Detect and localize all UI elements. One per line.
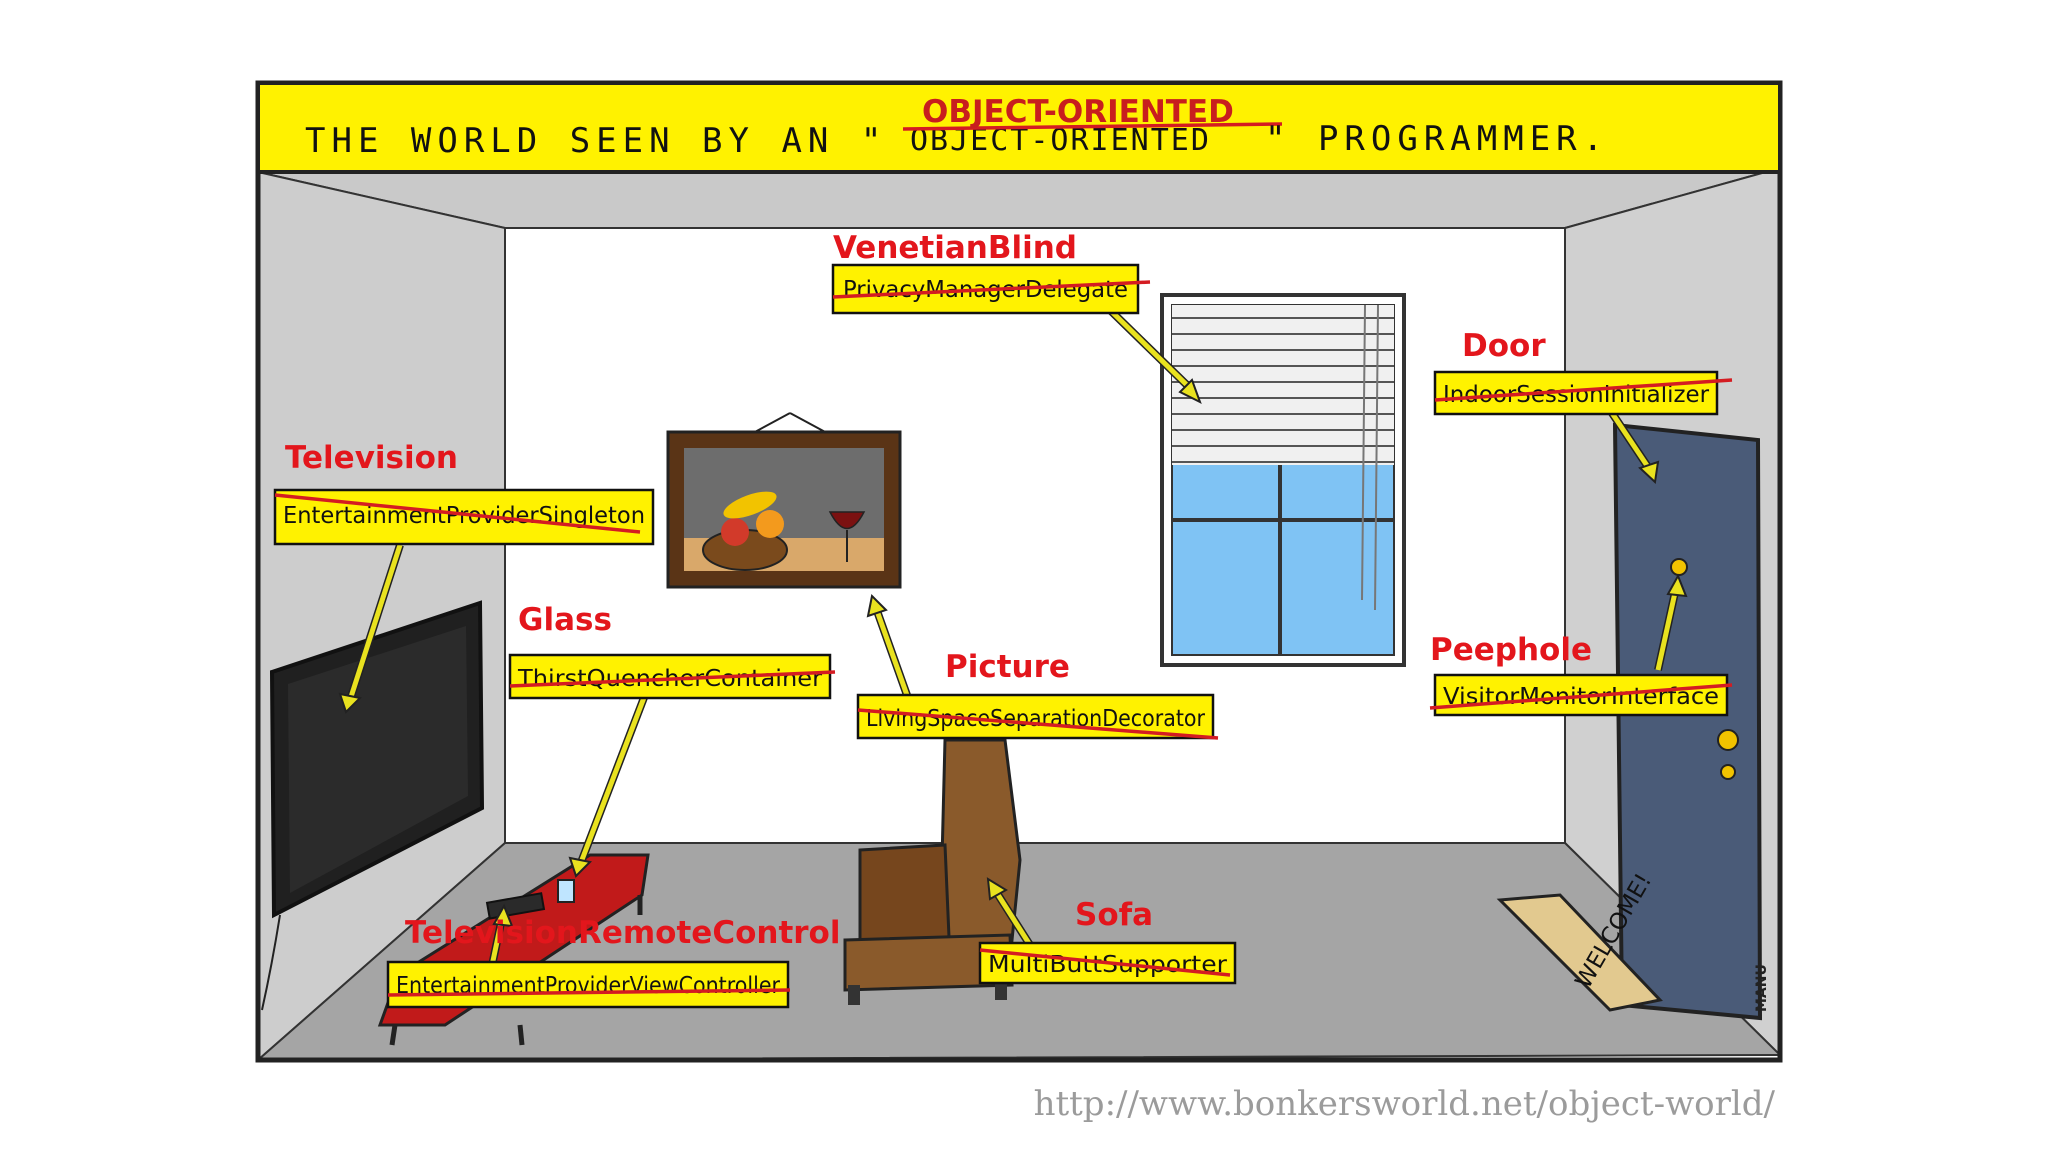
glass-tag	[508, 653, 832, 700]
blind-slats	[1172, 305, 1394, 465]
glass	[557, 879, 575, 903]
label-remote: TelevisionRemoteControl EntertainmentPro…	[386, 915, 840, 1009]
artist-mark: MANU	[1754, 964, 1770, 1012]
label-sofa: Sofa MultiButtSupporter	[978, 897, 1237, 985]
door-lock	[1720, 764, 1736, 780]
glass-name: Glass	[518, 602, 612, 638]
wine-glass	[828, 511, 866, 530]
television-tag	[273, 488, 655, 546]
picture-name: Picture	[945, 649, 1070, 685]
remote-tag	[386, 960, 790, 1009]
television-crossed: EntertainmentProviderSingleton	[283, 503, 645, 529]
television-name: Television	[285, 440, 458, 476]
label-venetian-blind: VenetianBlind PrivacyManagerDelegate	[831, 230, 1151, 315]
label-peephole: Peephole VisitorMonitorInterface	[1429, 632, 1733, 717]
peephole-name: Peephole	[1430, 632, 1592, 668]
label-television: Television EntertainmentProviderSingleto…	[273, 440, 655, 546]
peephole	[1670, 558, 1688, 576]
door-knob	[1717, 729, 1739, 751]
title-strikethrough	[902, 122, 1283, 131]
picture-crossed: LivingSpaceSeparationDecorator	[866, 706, 1205, 732]
sofa-name: Sofa	[1075, 897, 1153, 933]
title-banner: THE WORLD SEEN BY AN " OBJECT-ORIENTED O…	[256, 81, 1782, 174]
title-prefix: THE WORLD SEEN BY AN "	[305, 121, 887, 161]
source-url: http://www.bonkersworld.net/object-world…	[1034, 1084, 1776, 1124]
picture-tag	[856, 693, 1215, 740]
title-suffix: " PROGRAMMER.	[1265, 119, 1609, 159]
door-name: Door	[1462, 328, 1546, 364]
label-picture: Picture LivingSpaceSeparationDecorator	[856, 649, 1219, 740]
door	[1612, 422, 1763, 1021]
title-replacement-word: OBJECT-ORIENTED	[922, 94, 1234, 130]
door-tag	[1433, 370, 1719, 416]
window	[1160, 293, 1406, 667]
venetian-blind-name: VenetianBlind	[833, 230, 1077, 266]
label-door: Door IndoorSessionInitializer	[1433, 328, 1733, 416]
remote-name: TelevisionRemoteControl	[405, 915, 840, 951]
television	[261, 600, 485, 1011]
ceiling	[257, 167, 1781, 229]
picture-frame	[666, 412, 902, 589]
label-glass: Glass ThirstQuencherContainer	[508, 602, 836, 700]
blind-cord	[1361, 304, 1379, 611]
